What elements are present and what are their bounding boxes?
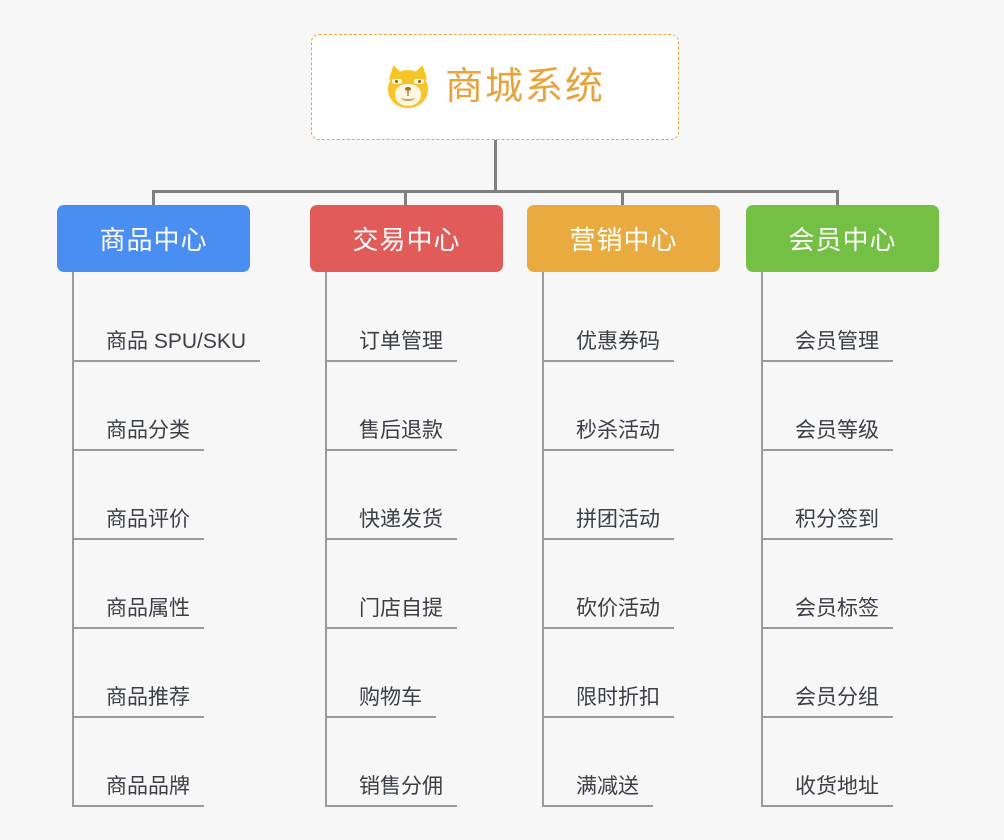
leaf-item[interactable]: 会员标签 <box>763 540 939 629</box>
leaf-label: 满减送 <box>544 774 653 807</box>
leaf-label: 积分签到 <box>763 507 893 540</box>
leaf-label: 优惠券码 <box>544 329 674 362</box>
leaf-item[interactable]: 商品品牌 <box>74 718 250 807</box>
leaf-label: 收货地址 <box>763 774 893 807</box>
leaf-item[interactable]: 门店自提 <box>327 540 503 629</box>
leaf-label: 会员标签 <box>763 596 893 629</box>
leaf-item[interactable]: 商品 SPU/SKU <box>74 273 261 362</box>
root-stem-connector <box>494 140 497 192</box>
branch-header-product-center[interactable]: 商品中心 <box>57 205 250 272</box>
branch-header-marketing-center[interactable]: 营销中心 <box>527 205 720 272</box>
branch-header-member-center[interactable]: 会员中心 <box>746 205 939 272</box>
leaf-item[interactable]: 会员等级 <box>763 362 939 451</box>
leaf-label: 购物车 <box>327 685 436 718</box>
leaf-label: 限时折扣 <box>544 685 674 718</box>
leaf-label: 商品 SPU/SKU <box>74 329 261 362</box>
leaf-item[interactable]: 订单管理 <box>327 273 503 362</box>
leaf-label: 商品品牌 <box>74 774 204 807</box>
leaf-label: 快递发货 <box>327 507 457 540</box>
leaf-item[interactable]: 满减送 <box>544 718 720 807</box>
branch-stem-connector-1 <box>152 190 155 207</box>
branch-column-member-center: 会员中心 会员管理 会员等级 积分签到 会员标签 会员分组 收货地址 <box>746 205 939 807</box>
leaf-label: 售后退款 <box>327 418 457 451</box>
root-title: 商城系统 <box>444 66 605 108</box>
leaf-label: 商品属性 <box>74 596 204 629</box>
leaf-item[interactable]: 砍价活动 <box>544 540 720 629</box>
branch-column-trade-center: 交易中心 订单管理 售后退款 快递发货 门店自提 购物车 销售分佣 <box>310 205 503 807</box>
root-node[interactable]: 商城系统 <box>311 34 679 140</box>
leaf-label: 砍价活动 <box>544 596 674 629</box>
leaf-item[interactable]: 商品推荐 <box>74 629 250 718</box>
leaf-item[interactable]: 优惠券码 <box>544 273 720 362</box>
leaf-label: 商品评价 <box>74 507 204 540</box>
leaf-item[interactable]: 积分签到 <box>763 451 939 540</box>
leaf-item[interactable]: 会员分组 <box>763 629 939 718</box>
branch-header-label: 营销中心 <box>569 225 678 255</box>
leaf-item[interactable]: 商品分类 <box>74 362 250 451</box>
shiba-dog-face-icon <box>385 63 431 110</box>
leaf-item[interactable]: 限时折扣 <box>544 629 720 718</box>
leaf-item[interactable]: 销售分佣 <box>327 718 503 807</box>
leaf-label: 会员分组 <box>763 685 893 718</box>
leaf-item[interactable]: 拼团活动 <box>544 451 720 540</box>
branch-stem-connector-4 <box>836 190 839 207</box>
leaf-list-trade-center: 订单管理 售后退款 快递发货 门店自提 购物车 销售分佣 <box>325 272 503 807</box>
branch-bar-connector <box>152 190 838 193</box>
leaf-label: 会员等级 <box>763 418 893 451</box>
leaf-list-marketing-center: 优惠券码 秒杀活动 拼团活动 砍价活动 限时折扣 满减送 <box>542 272 720 807</box>
branch-column-marketing-center: 营销中心 优惠券码 秒杀活动 拼团活动 砍价活动 限时折扣 满减送 <box>527 205 720 807</box>
leaf-label: 门店自提 <box>327 596 457 629</box>
leaf-list-member-center: 会员管理 会员等级 积分签到 会员标签 会员分组 收货地址 <box>761 272 939 807</box>
leaf-list-product-center: 商品 SPU/SKU 商品分类 商品评价 商品属性 商品推荐 商品品牌 <box>72 272 261 807</box>
leaf-label: 拼团活动 <box>544 507 674 540</box>
leaf-label: 订单管理 <box>327 329 457 362</box>
branch-header-trade-center[interactable]: 交易中心 <box>310 205 503 272</box>
leaf-label: 销售分佣 <box>327 774 457 807</box>
leaf-item[interactable]: 商品评价 <box>74 451 250 540</box>
leaf-item[interactable]: 购物车 <box>327 629 503 718</box>
branch-header-label: 商品中心 <box>99 225 208 255</box>
branch-header-label: 交易中心 <box>352 225 461 255</box>
leaf-item[interactable]: 收货地址 <box>763 718 939 807</box>
leaf-label: 秒杀活动 <box>544 418 674 451</box>
leaf-item[interactable]: 会员管理 <box>763 273 939 362</box>
branch-stem-connector-2 <box>404 190 407 207</box>
leaf-label: 商品推荐 <box>74 685 204 718</box>
leaf-label: 商品分类 <box>74 418 204 451</box>
branch-column-product-center: 商品中心 商品 SPU/SKU 商品分类 商品评价 商品属性 商品推荐 商品品牌 <box>57 205 261 807</box>
branch-stem-connector-3 <box>621 190 624 207</box>
leaf-item[interactable]: 快递发货 <box>327 451 503 540</box>
leaf-item[interactable]: 秒杀活动 <box>544 362 720 451</box>
leaf-item[interactable]: 售后退款 <box>327 362 503 451</box>
leaf-label: 会员管理 <box>763 329 893 362</box>
branch-header-label: 会员中心 <box>788 225 897 255</box>
leaf-item[interactable]: 商品属性 <box>74 540 250 629</box>
